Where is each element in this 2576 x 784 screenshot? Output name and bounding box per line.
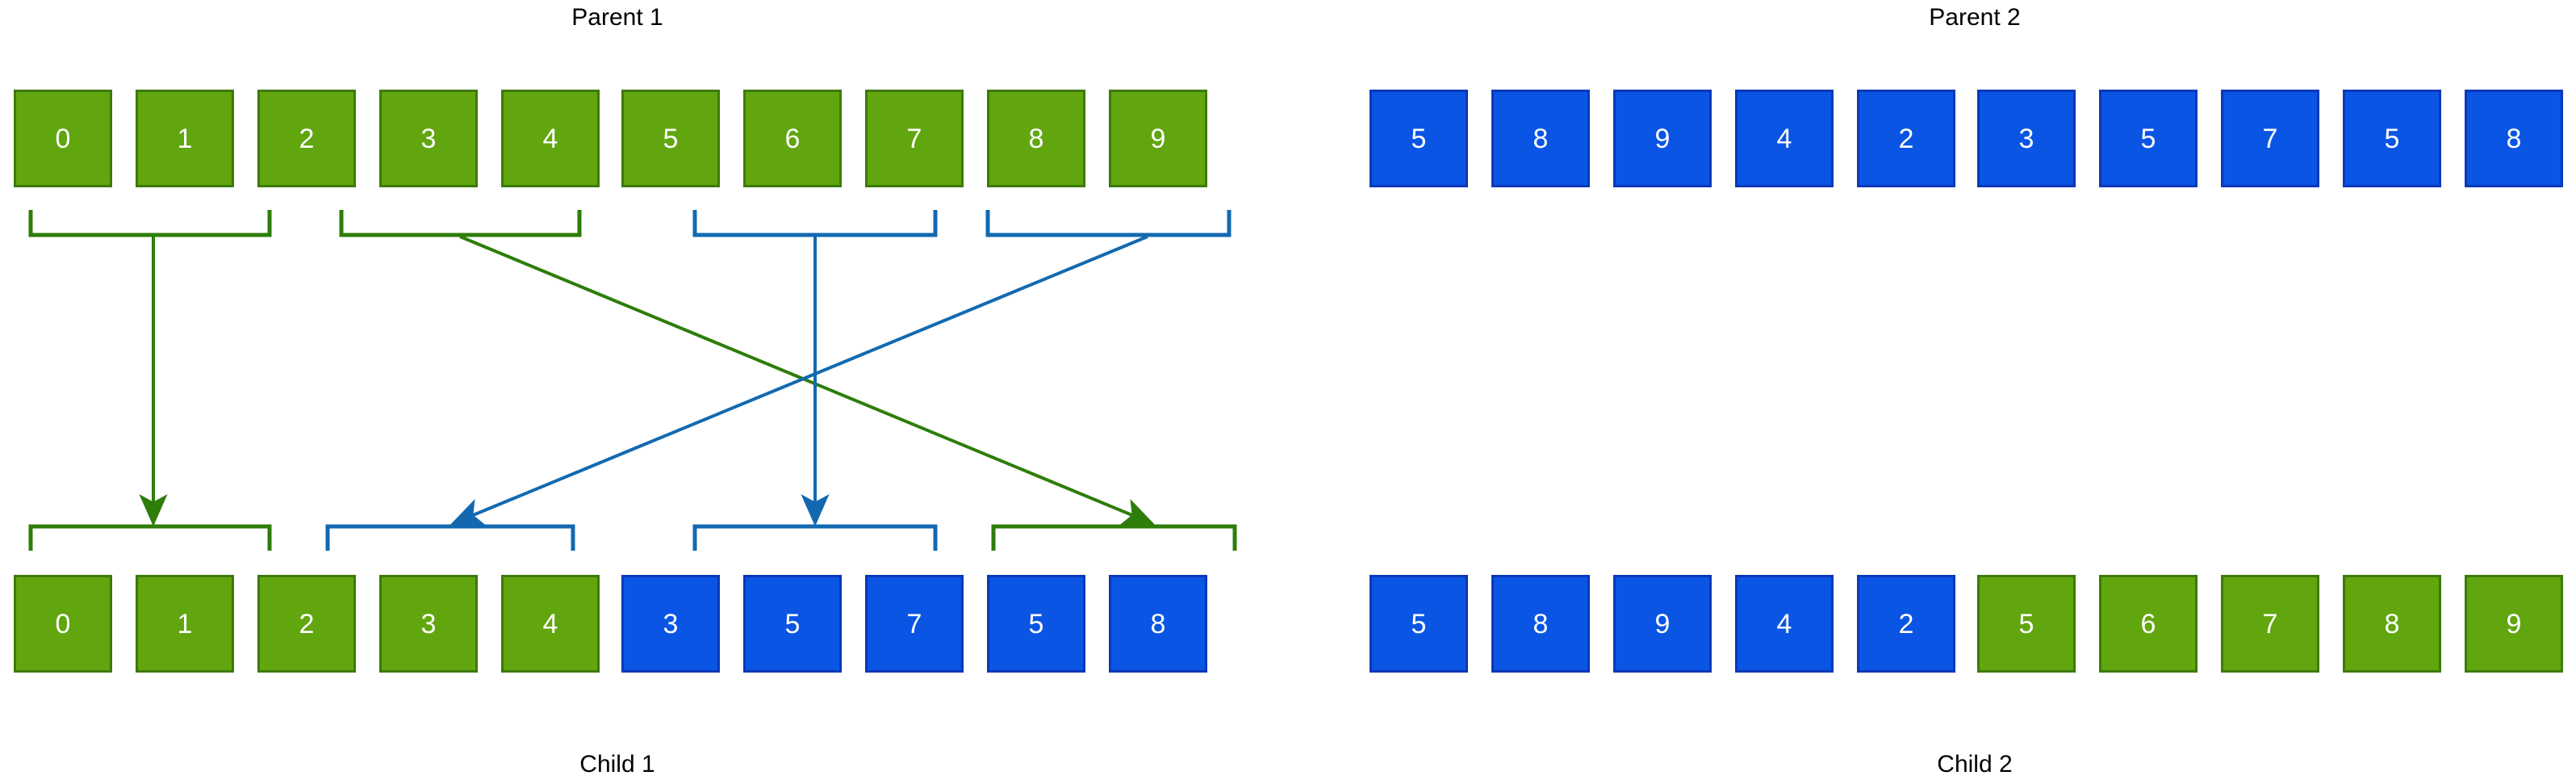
child-2-cell-4: 2 xyxy=(1857,575,1955,673)
caption-child-1: Child 1 xyxy=(579,751,655,778)
parent-2-cell-8: 5 xyxy=(2343,90,2441,187)
child-1-cell-1: 1 xyxy=(136,575,234,673)
bracket-child-1-segment-b xyxy=(325,524,575,551)
child-1-cell-4: 4 xyxy=(501,575,600,673)
caption-parent-1: Parent 1 xyxy=(571,4,663,31)
child-1-cell-0: 0 xyxy=(14,575,112,673)
parent-1-cell-7: 7 xyxy=(865,90,964,187)
arrow-p1b-to-c2b xyxy=(459,235,1155,526)
child-2-cell-7: 7 xyxy=(2221,575,2319,673)
parent-2-cell-9: 8 xyxy=(2465,90,2563,187)
bracket-parent-1-segment-a xyxy=(28,210,272,237)
child-1-cell-3: 3 xyxy=(379,575,478,673)
child-1-cell-8: 5 xyxy=(987,575,1085,673)
child-1-cell-9: 8 xyxy=(1109,575,1207,673)
child-2-cell-9: 9 xyxy=(2465,575,2563,673)
child-2-cell-1: 8 xyxy=(1491,575,1590,673)
parent-1-cell-0: 0 xyxy=(14,90,112,187)
child-2-cell-2: 9 xyxy=(1613,575,1712,673)
parent-2-cell-4: 2 xyxy=(1857,90,1955,187)
child-2-cell-8: 8 xyxy=(2343,575,2441,673)
bracket-parent-2-segment-b xyxy=(985,210,1232,237)
bracket-parent-2-segment-a xyxy=(692,210,938,237)
arrow-p2b-to-c1b xyxy=(450,235,1148,526)
parent-1-cell-2: 2 xyxy=(257,90,356,187)
parent-1-cell-4: 4 xyxy=(501,90,600,187)
caption-parent-2: Parent 2 xyxy=(1929,4,2021,31)
parent-2-cell-3: 4 xyxy=(1735,90,1834,187)
bracket-parent-1-segment-b xyxy=(339,210,582,237)
bracket-child-2-segment-b xyxy=(991,524,1237,551)
child-1-cell-7: 7 xyxy=(865,575,964,673)
parent-1-cell-8: 8 xyxy=(987,90,1085,187)
parent-1-cell-9: 9 xyxy=(1109,90,1207,187)
child-1-cell-5: 3 xyxy=(621,575,720,673)
parent-2-cell-0: 5 xyxy=(1370,90,1468,187)
parent-1-cell-5: 5 xyxy=(621,90,720,187)
child-1-cell-2: 2 xyxy=(257,575,356,673)
child-1-cell-6: 5 xyxy=(743,575,842,673)
child-2-cell-5: 5 xyxy=(1977,575,2076,673)
parent-2-cell-7: 7 xyxy=(2221,90,2319,187)
parent-1-cell-1: 1 xyxy=(136,90,234,187)
parent-2-cell-2: 9 xyxy=(1613,90,1712,187)
child-2-cell-3: 4 xyxy=(1735,575,1834,673)
child-2-cell-0: 5 xyxy=(1370,575,1468,673)
caption-child-2: Child 2 xyxy=(1937,751,2013,778)
bracket-child-1-segment-a xyxy=(28,524,272,551)
parent-2-cell-5: 3 xyxy=(1977,90,2076,187)
parent-1-cell-6: 6 xyxy=(743,90,842,187)
parent-2-cell-1: 8 xyxy=(1491,90,1590,187)
child-2-cell-6: 6 xyxy=(2099,575,2198,673)
parent-2-cell-6: 5 xyxy=(2099,90,2198,187)
parent-1-cell-3: 3 xyxy=(379,90,478,187)
bracket-child-2-segment-a xyxy=(692,524,938,551)
